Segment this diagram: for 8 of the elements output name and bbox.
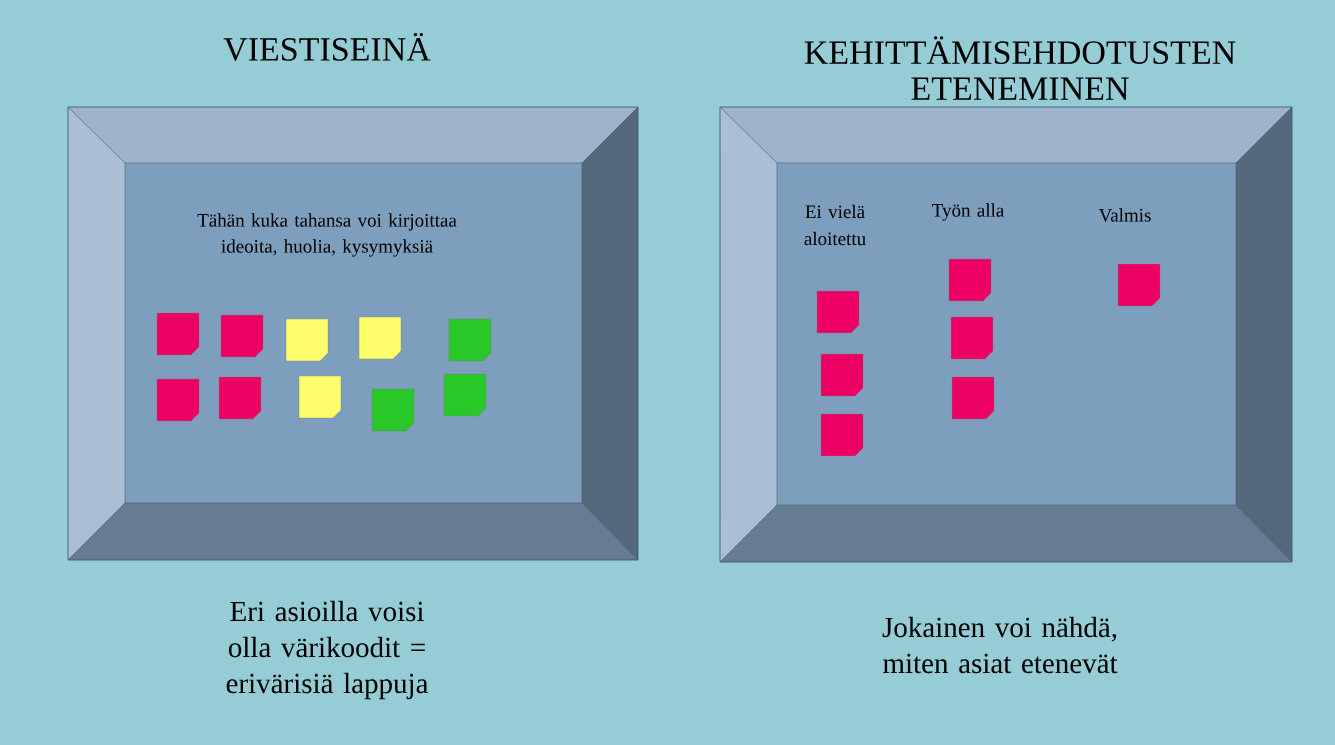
node-label: Jokainen voi nähdä, miten asiat etenevät — [882, 616, 1118, 674]
node-label: Eri asioilla voisi olla värikoodit = erivärisiä lappuja — [226, 600, 429, 700]
board-text: Tähän kuka tahansa voi kirjoittaa ideoita, huolia, kysymyksiä — [197, 213, 457, 257]
board-heading: VIESTISEINÄ — [223, 33, 431, 62]
column-heading: Valmis — [1098, 208, 1151, 222]
board-heading: KEHITTÄMISEHDOTUSTEN ETENEMINEN — [804, 36, 1236, 100]
column-heading: Työn alla — [932, 203, 1004, 221]
column-heading: Ei vielä aloitettu — [804, 204, 866, 246]
